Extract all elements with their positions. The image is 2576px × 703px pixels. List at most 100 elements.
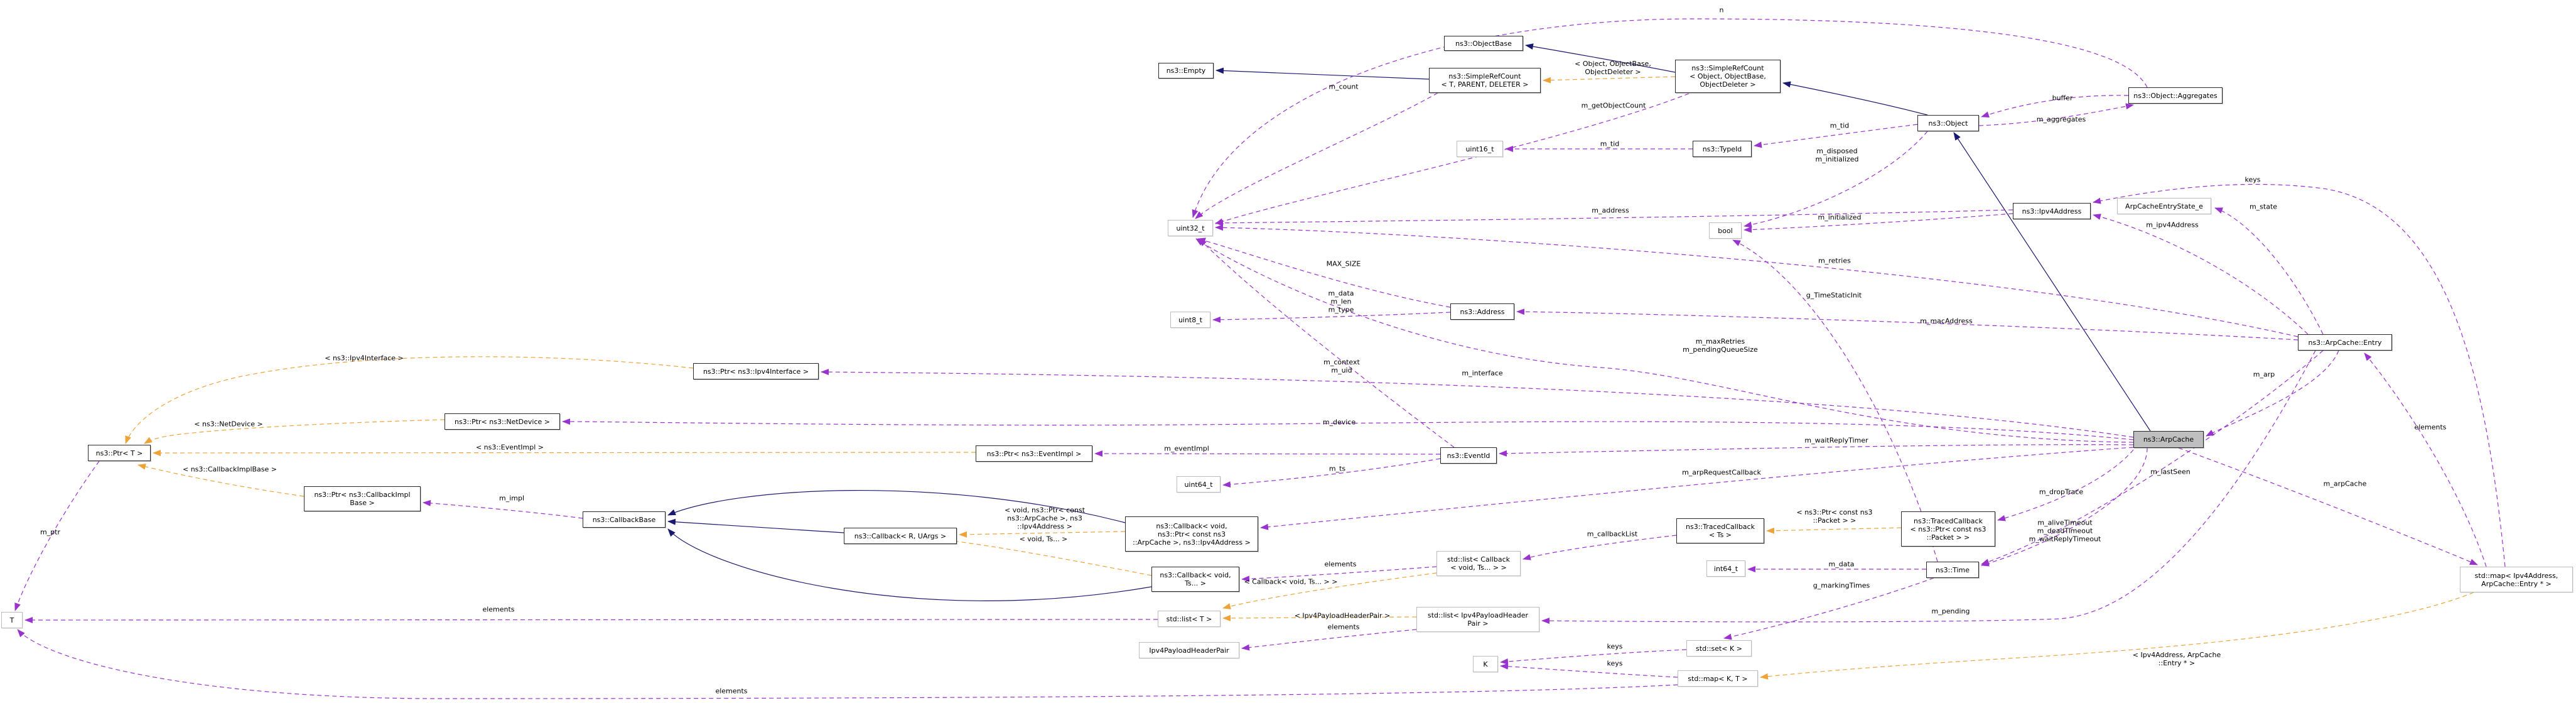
node-callback_r[interactable]: ns3::Callback< R, UArgs > [844, 528, 957, 544]
node-callback_r-line-0: ns3::Callback< R, UArgs > [854, 531, 947, 540]
edge-t-tracedpkt [1766, 527, 1902, 534]
node-arpcache[interactable]: ns3::ArpCache [2133, 431, 2204, 448]
node-map_kt-line-0: std::map< K, T > [1688, 674, 1748, 683]
edge-inh-srco-objectbase [1525, 43, 1676, 73]
node-empty[interactable]: ns3::Empty [1158, 63, 1214, 79]
edge-inh-arpcache-object [1953, 132, 2151, 432]
edge-m-pending [1541, 350, 2316, 624]
edge-m-n [1192, 18, 2148, 218]
node-map_kt: std::map< K, T > [1678, 670, 1758, 687]
node-uint8: uint8_t [1170, 312, 1210, 328]
edge-t-listpair [1222, 614, 1417, 621]
edge-m-state [2214, 207, 2324, 335]
edge-m-disposed [1743, 131, 1928, 228]
edge-inh-callbackarp-base [667, 490, 1126, 523]
node-T-line-0: T [9, 616, 14, 624]
node-callback_arp-line-1: ns3::Ptr< const ns3 [1157, 530, 1226, 538]
node-address[interactable]: ns3::Address [1450, 303, 1514, 320]
node-set_k: std::set< K > [1686, 640, 1752, 657]
edge-m-getObjectCount [1215, 93, 1689, 225]
node-ptr_eventimpl-line-0: ns3::Ptr< ns3::EventImpl > [986, 449, 1082, 458]
node-typeid-line-0: ns3::TypeId [1702, 144, 1742, 153]
node-aggregates-line-0: ns3::Object::Aggregates [2133, 91, 2218, 100]
edge-m-elements-listt [24, 616, 1158, 623]
node-eventid[interactable]: ns3::EventId [1440, 447, 1497, 464]
edge-t-ptripv4if [125, 356, 694, 444]
edge-m-ptr [14, 460, 100, 611]
node-int64-line-0: int64_t [1713, 564, 1738, 573]
node-srco[interactable]: ns3::SimpleRefCount< Object, ObjectBase,… [1675, 60, 1781, 93]
node-callback_ts-line-0: ns3::Callback< void, [1160, 571, 1231, 579]
node-aggregates[interactable]: ns3::Object::Aggregates [2128, 87, 2223, 104]
node-map_ipv4-line-1: ArpCache::Entry * > [2481, 579, 2552, 588]
node-tracedcb_ts[interactable]: ns3::TracedCallback< Ts > [1676, 518, 1764, 543]
node-K-line-0: K [1483, 660, 1488, 668]
node-object-line-0: ns3::Object [1928, 119, 1968, 128]
edge-m-address [1215, 209, 2013, 226]
node-objectbase-line-0: ns3::ObjectBase [1455, 39, 1512, 48]
node-list_callback: std::list< Callback< void, Ts... > > [1436, 551, 1521, 576]
node-ptr_ipv4if[interactable]: ns3::Ptr< ns3::Ipv4Interface > [693, 363, 819, 379]
node-bool: bool [1709, 222, 1742, 239]
edge-m-maxsize [1197, 237, 1451, 308]
node-srct-line-0: ns3::SimpleRefCount [1448, 72, 1521, 80]
node-callback_arp-line-0: ns3::Callback< void, [1156, 521, 1227, 530]
node-ptr_t[interactable]: ns3::Ptr< T > [88, 445, 151, 461]
node-callback_ts[interactable]: ns3::Callback< void,Ts... > [1151, 567, 1239, 592]
node-K: K [1473, 656, 1498, 672]
edge-m-data-len-type [1212, 312, 1451, 323]
edge-m-timeStaticInit [1732, 239, 1938, 562]
edge-t-mapipv4 [1760, 592, 2474, 680]
edge-m-maxRetries [1195, 238, 2134, 443]
node-bool-line-0: bool [1718, 226, 1733, 235]
node-list_pair-line-1: Pair > [1467, 619, 1489, 628]
node-map_ipv4: std::map< Ipv4Address,ArpCache::Entry * … [2460, 567, 2573, 592]
edge-m-markingTimes [1723, 577, 1934, 640]
node-tracedcb_ts-line-0: ns3::TracedCallback [1686, 523, 1755, 531]
node-T: T [1, 612, 23, 628]
node-tracedcb_pkt[interactable]: ns3::TracedCallback< ns3::Ptr< const ns3… [1901, 511, 1995, 547]
edge-m-keys-map [2093, 183, 2506, 567]
node-uint16: uint16_t [1457, 141, 1503, 157]
edge-inh-callbackr-base [667, 518, 844, 533]
edge-m-callbackList [1522, 535, 1677, 560]
edge-t-ptrcbimpl [137, 463, 304, 497]
node-empty-line-0: ns3::Empty [1166, 67, 1206, 75]
edge-m-arpRequestCallback [1260, 447, 2134, 530]
node-callbackbase-line-0: ns3::CallbackBase [592, 515, 656, 524]
node-entry[interactable]: ns3::ArpCache::Entry [2298, 334, 2392, 351]
node-object[interactable]: ns3::Object [1917, 115, 1979, 131]
edge-m-elements-mapkt [17, 629, 1678, 699]
edge-m-aliveTimeout [1981, 447, 2148, 567]
node-ptr_netdev[interactable]: ns3::Ptr< ns3::NetDevice > [445, 413, 560, 430]
node-typeid[interactable]: ns3::TypeId [1693, 141, 1752, 157]
node-list_t: std::list< T > [1158, 611, 1221, 627]
node-uint32: uint32_t [1168, 220, 1213, 236]
node-ipv4address[interactable]: ns3::Ipv4Address [2013, 203, 2091, 219]
node-ptr_ipv4if-line-0: ns3::Ptr< ns3::Ipv4Interface > [703, 367, 809, 376]
node-list_pair-line-0: std::list< Ipv4PayloadHeader [1428, 611, 1528, 619]
edge-m-arpCache [2178, 447, 2478, 565]
node-objectbase[interactable]: ns3::ObjectBase [1444, 36, 1523, 51]
node-entrystate: ArpCacheEntryState_e [2117, 198, 2211, 214]
edge-m-dropTrace [1997, 449, 2134, 521]
node-uint64: uint64_t [1177, 476, 1221, 493]
node-entrystate-line-0: ArpCacheEntryState_e [2125, 202, 2203, 210]
node-time[interactable]: ns3::Time [1926, 562, 1979, 578]
edge-m-context-uid [1199, 238, 1455, 448]
node-ptr_t-line-0: ns3::Ptr< T > [95, 449, 143, 457]
node-callback_arp[interactable]: ns3::Callback< void,ns3::Ptr< const ns3:… [1125, 516, 1258, 552]
node-srct[interactable]: ns3::SimpleRefCount< T, PARENT, DELETER … [1429, 68, 1541, 93]
edge-m-impl [423, 499, 583, 519]
node-callbackbase[interactable]: ns3::CallbackBase [583, 511, 666, 528]
node-srco-line-2: ObjectDeleter > [1700, 80, 1756, 89]
node-arpcache-line-0: ns3::ArpCache [2143, 435, 2194, 444]
edge-m-keys-mapkt [1500, 663, 1678, 678]
node-ptr_netdev-line-0: ns3::Ptr< ns3::NetDevice > [454, 417, 551, 426]
node-ptr_eventimpl[interactable]: ns3::Ptr< ns3::EventImpl > [976, 445, 1092, 462]
edge-m-waitReplyTimer [1499, 444, 2134, 457]
edge-m-count [1195, 92, 1438, 219]
node-callback_arp-line-2: ::ArpCache >, ns3::Ipv4Address > [1133, 538, 1251, 547]
node-ipv4address-line-0: ns3::Ipv4Address [2022, 207, 2082, 215]
